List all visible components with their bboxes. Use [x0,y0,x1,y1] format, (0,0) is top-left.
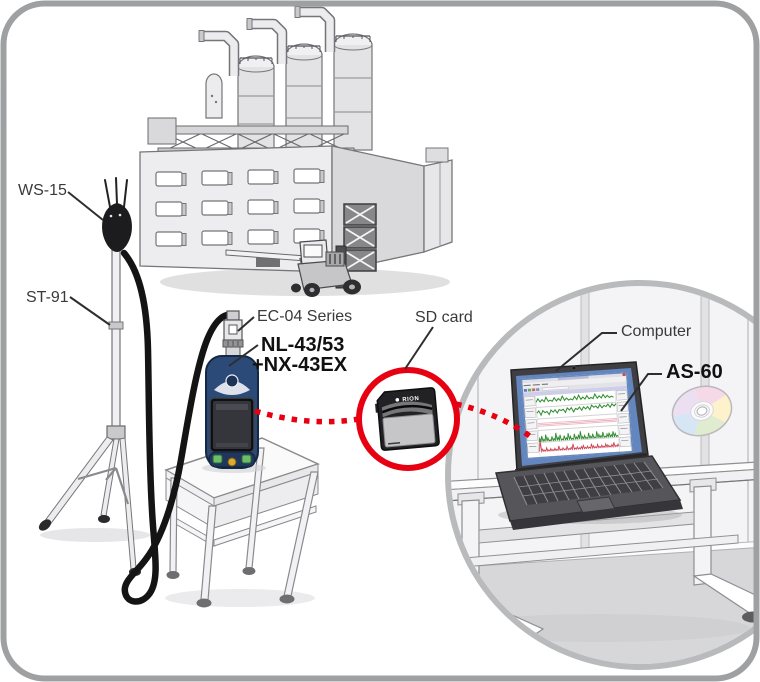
leader-lines [67,191,662,412]
webcam-icon [571,365,577,371]
silo-pipes [198,6,336,76]
label-sd-card: SD card [415,309,473,326]
label-extension-cable: EC-04 Series [257,308,353,325]
sound-level-meter [202,310,266,473]
cable-connector [222,310,244,358]
dotted-transfer-line-card-to-computer [455,401,533,440]
dotted-transfer-line-meter-to-card [254,408,360,425]
keyboard [514,462,663,505]
meter-stop-button [241,454,252,464]
laptop [495,361,683,530]
label-windscreen: WS-15 [18,182,67,199]
tripod-pole [111,243,121,431]
factory-building [139,6,453,297]
factory-windows [155,168,325,247]
label-software: AS-60 [666,361,723,383]
forklift-vehicle [225,203,377,297]
label-meter-extension: +NX-43EX [252,354,348,376]
as60-software-screen [520,371,634,460]
microphone-cable [120,249,237,605]
software-cd [671,385,733,437]
sd-card: RION [375,387,440,451]
label-tripod: ST-91 [26,289,69,306]
sd-card-logo: RION [402,396,419,403]
label-computer: Computer [621,323,692,340]
factory-silos [198,6,373,151]
meter-power-button [227,457,237,467]
label-meter-model: NL-43/53 [261,334,345,356]
office-scene-circle [445,280,754,670]
meter-screen [213,401,251,449]
windscreen [102,177,132,252]
meter-start-button [212,454,223,464]
meter-logo-icon [225,374,239,388]
tripod [38,243,150,576]
